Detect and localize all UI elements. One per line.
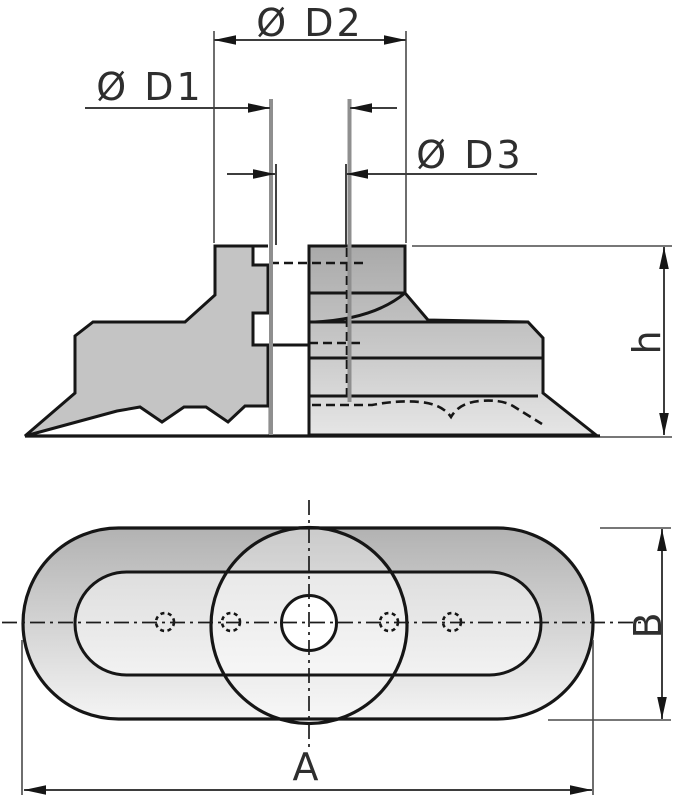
dimension-d1: Ø D1 [85,65,397,435]
side-view-section-left [24,244,309,438]
bottom-view [2,500,645,748]
dimensions: Ø D2 Ø D1 Ø D3 h [21,1,672,795]
section-body [24,244,270,438]
arrowhead-down [657,697,667,719]
arrowhead-up [657,529,667,551]
arrowhead-left [346,169,368,179]
arrowhead-left [350,103,372,113]
arrowhead-right [384,35,406,45]
dimension-d2: Ø D2 [213,1,407,243]
label-h: h [625,327,669,354]
label-d3: Ø D3 [416,133,523,177]
dimension-d3: Ø D3 [227,133,537,245]
arrowhead-up [659,247,669,269]
label-d2: Ø D2 [256,1,363,45]
arrowhead-right [570,785,592,795]
label-b: B [626,609,670,638]
exterior-profile [307,244,601,437]
arrowhead-left [214,35,236,45]
label-d1: Ø D1 [96,65,203,109]
dimension-h: h [412,245,672,438]
side-view [24,244,601,438]
dimension-a: A [21,640,594,795]
fillet-curve [314,291,406,324]
hidden-rib-contour [312,399,543,426]
arrowhead-down [659,413,669,435]
label-a: A [293,745,322,789]
dimension-b: B [548,527,671,721]
arrowhead-left [24,785,46,795]
arrowhead-right [248,103,270,113]
side-view-exterior-right [270,244,601,437]
arrowhead-right [253,169,275,179]
